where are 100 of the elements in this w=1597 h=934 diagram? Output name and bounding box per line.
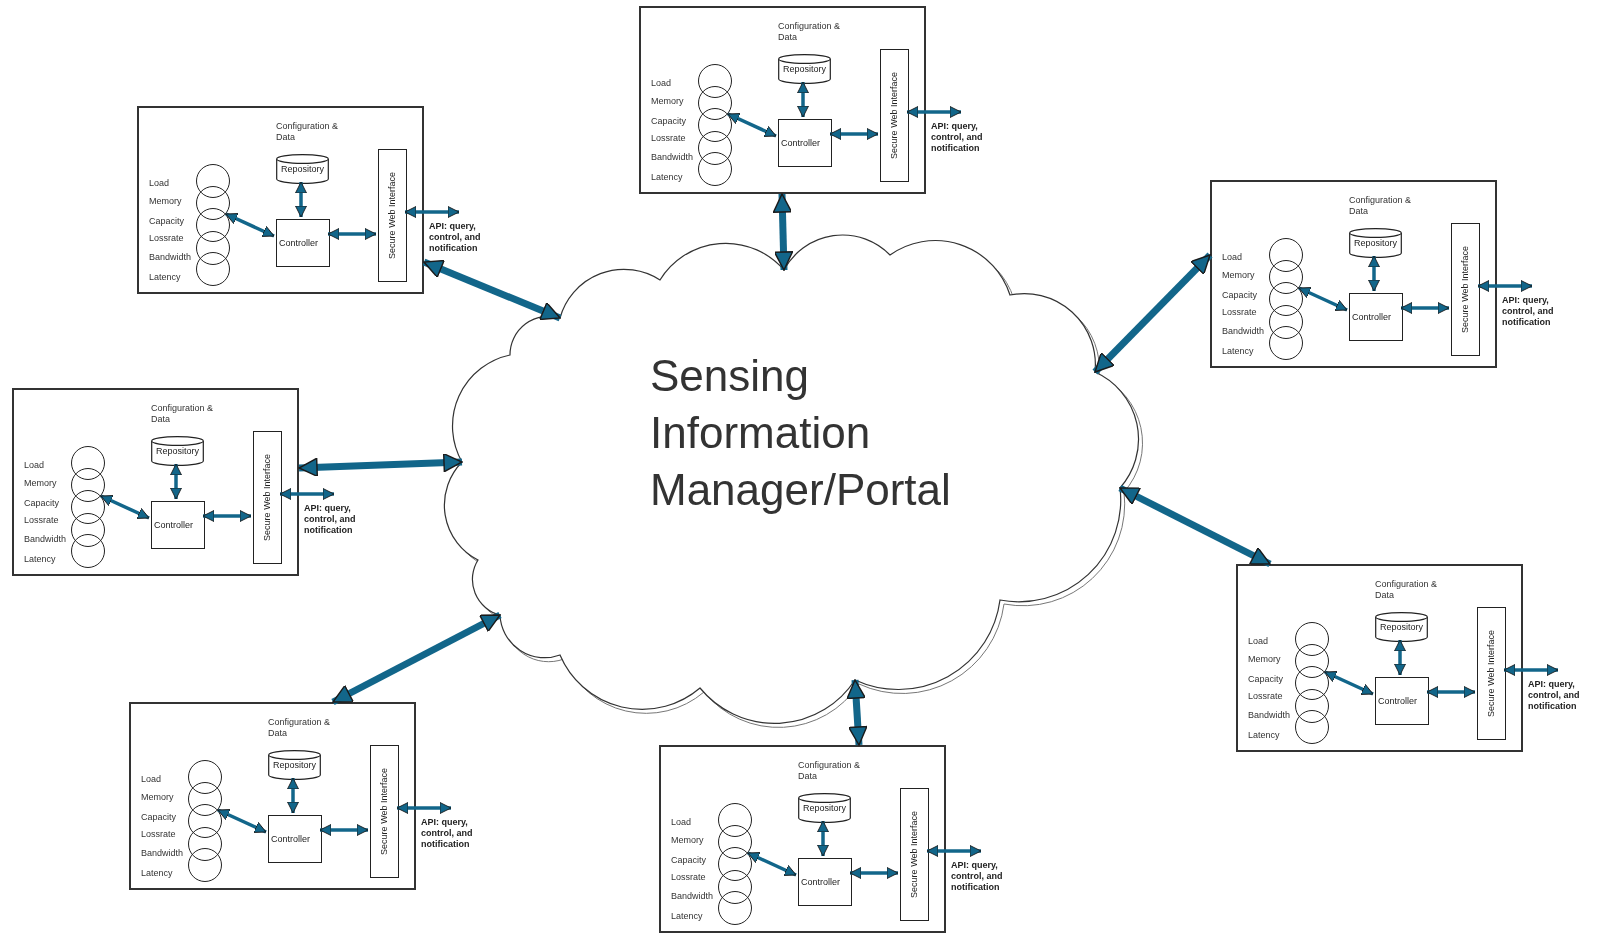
metric-label: Capacity bbox=[149, 216, 184, 227]
controller-box bbox=[798, 858, 852, 906]
controller-box bbox=[1349, 293, 1403, 341]
module-box bbox=[129, 702, 416, 890]
metric-label: Memory bbox=[24, 478, 57, 489]
double-arrow bbox=[404, 206, 460, 218]
controller-label: Controller bbox=[1377, 695, 1417, 707]
interface-label: Secure Web Interface bbox=[387, 172, 398, 259]
interface-box bbox=[378, 149, 407, 282]
metric-label: Capacity bbox=[651, 116, 686, 127]
module-box bbox=[1236, 564, 1523, 752]
metric-label: Capacity bbox=[671, 855, 706, 866]
interface-label: Secure Web Interface bbox=[909, 811, 920, 898]
metric-label: Lossrate bbox=[1248, 691, 1283, 702]
double-arrow bbox=[1426, 686, 1476, 698]
repository-cylinder bbox=[151, 436, 204, 466]
api-label: API: query, control, and notification bbox=[304, 503, 357, 536]
repository-cylinder bbox=[778, 54, 831, 84]
double-arrow bbox=[817, 820, 829, 857]
api-label: API: query, control, and notification bbox=[1528, 679, 1581, 712]
double-arrow bbox=[170, 463, 182, 500]
interface-box bbox=[1477, 607, 1506, 740]
metric-label: Capacity bbox=[1248, 674, 1283, 685]
metric-label: Lossrate bbox=[149, 233, 184, 244]
metric-label: Load bbox=[651, 78, 672, 89]
controller-label: Controller bbox=[153, 519, 193, 531]
repository-cylinder bbox=[1349, 228, 1402, 258]
controller-label: Controller bbox=[1351, 311, 1391, 323]
double-arrow bbox=[906, 106, 962, 118]
double-arrow bbox=[422, 258, 562, 322]
controller-label: Controller bbox=[780, 137, 820, 149]
double-arrow bbox=[849, 867, 899, 879]
controller-box bbox=[268, 815, 322, 863]
repository-label: Repository bbox=[280, 164, 325, 175]
controller-box bbox=[778, 119, 832, 167]
module-box bbox=[1210, 180, 1497, 368]
metric-label: Latency bbox=[671, 911, 703, 922]
interface-box bbox=[370, 745, 399, 878]
metric-label: Load bbox=[24, 460, 45, 471]
interface-box bbox=[1451, 223, 1480, 356]
metric-label: Bandwidth bbox=[1248, 710, 1291, 721]
double-arrow bbox=[287, 777, 299, 814]
metric-label: Memory bbox=[149, 196, 182, 207]
double-arrow bbox=[1503, 664, 1559, 676]
double-arrow bbox=[225, 212, 275, 238]
controller-label: Controller bbox=[278, 237, 318, 249]
metric-label: Bandwidth bbox=[671, 891, 714, 902]
metric-label: Memory bbox=[671, 835, 704, 846]
repository-caption: Configuration & Data bbox=[1375, 579, 1439, 601]
repository-caption: Configuration & Data bbox=[798, 760, 862, 782]
api-label: API: query, control, and notification bbox=[421, 817, 474, 850]
metric-label: Lossrate bbox=[651, 133, 686, 144]
interface-label: Secure Web Interface bbox=[262, 454, 273, 541]
double-arrow bbox=[1368, 255, 1380, 292]
metric-label: Latency bbox=[141, 868, 173, 879]
double-arrow bbox=[772, 193, 794, 271]
metric-label: Bandwidth bbox=[141, 848, 184, 859]
metric-label: Capacity bbox=[1222, 290, 1257, 301]
interface-box bbox=[880, 49, 909, 182]
double-arrow bbox=[319, 824, 369, 836]
interface-label: Secure Web Interface bbox=[889, 72, 900, 159]
controller-label: Controller bbox=[270, 833, 310, 845]
double-arrow bbox=[202, 510, 252, 522]
double-arrow bbox=[926, 845, 982, 857]
double-arrow bbox=[797, 81, 809, 118]
metric-label: Capacity bbox=[24, 498, 59, 509]
interface-box bbox=[253, 431, 282, 564]
controller-label: Controller bbox=[800, 876, 840, 888]
metric-label: Load bbox=[1222, 252, 1243, 263]
double-arrow bbox=[396, 802, 452, 814]
metric-label: Memory bbox=[141, 792, 174, 803]
repository-label: Repository bbox=[1353, 238, 1398, 249]
interface-label: Secure Web Interface bbox=[379, 768, 390, 855]
repository-caption: Configuration & Data bbox=[276, 121, 340, 143]
double-arrow bbox=[747, 851, 797, 877]
metric-label: Bandwidth bbox=[651, 152, 694, 163]
double-arrow bbox=[331, 611, 502, 706]
double-arrow bbox=[1477, 280, 1533, 292]
double-arrow bbox=[829, 128, 879, 140]
module-box bbox=[12, 388, 299, 576]
metric-label: Bandwidth bbox=[149, 252, 192, 263]
metric-label: Memory bbox=[1248, 654, 1281, 665]
repository-caption: Configuration & Data bbox=[268, 717, 332, 739]
double-arrow bbox=[1298, 286, 1348, 312]
repository-label: Repository bbox=[782, 64, 827, 75]
double-arrow bbox=[1118, 484, 1272, 568]
repository-caption: Configuration & Data bbox=[151, 403, 215, 425]
repository-cylinder bbox=[1375, 612, 1428, 642]
double-arrow bbox=[727, 112, 777, 138]
double-arrow bbox=[295, 181, 307, 218]
api-label: API: query, control, and notification bbox=[931, 121, 984, 154]
metric-label: Load bbox=[671, 817, 692, 828]
metric-label: Latency bbox=[1248, 730, 1280, 741]
metric-label: Bandwidth bbox=[24, 534, 67, 545]
cloud-title: Sensing Information Manager/Portal bbox=[650, 350, 952, 516]
double-arrow bbox=[100, 494, 150, 520]
api-label: API: query, control, and notification bbox=[429, 221, 482, 254]
metric-label: Latency bbox=[24, 554, 56, 565]
repository-label: Repository bbox=[802, 803, 847, 814]
metric-label: Load bbox=[149, 178, 170, 189]
